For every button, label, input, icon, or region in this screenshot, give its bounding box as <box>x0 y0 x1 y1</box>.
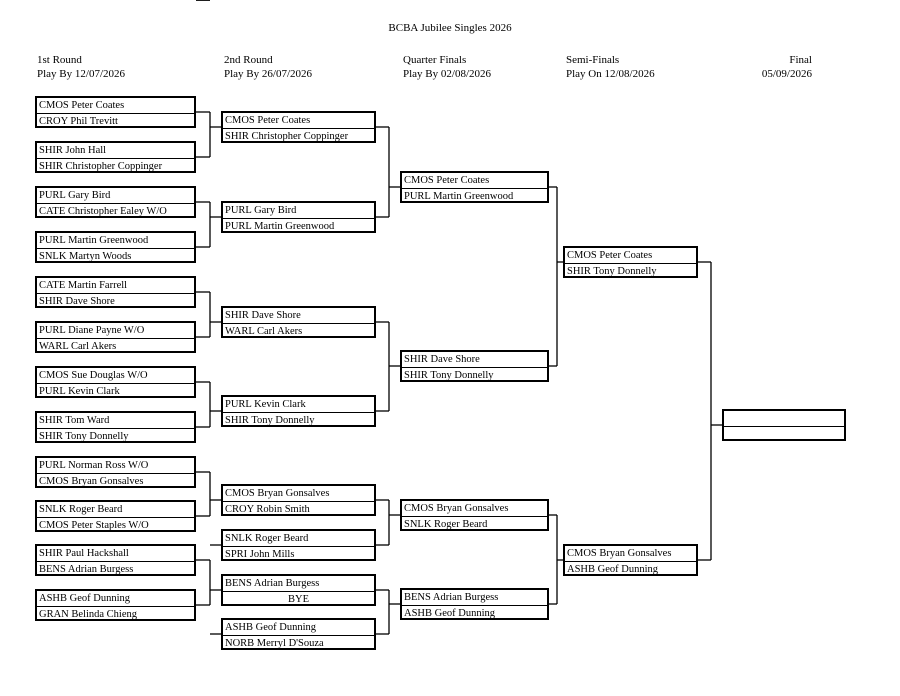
player-slot-top: SHIR Tom Ward <box>37 413 194 429</box>
player-slot-top: SHIR John Hall <box>37 143 194 159</box>
player-slot-bottom: ASHB Geof Dunning <box>404 608 495 619</box>
round-name: Semi-Finals <box>566 54 620 66</box>
player-slot-bottom: PURL Kevin Clark <box>39 386 120 397</box>
page-title: BCBA Jubilee Singles 2026 <box>388 22 512 34</box>
player-slot-bottom: SHIR Dave Shore <box>39 296 115 307</box>
player-slot-top: CMOS Peter Coates <box>37 98 194 114</box>
player-slot-bottom: GRAN Belinda Chieng <box>39 609 137 620</box>
player-slot-bottom: SHIR Tony Donnelly <box>567 266 657 277</box>
match-box-round1-6: PURL Diane Payne W/O WARL Carl Akers <box>35 321 196 353</box>
player-slot-top: CMOS Peter Coates <box>402 173 547 189</box>
player-slot-bottom: SHIR Christopher Coppinger <box>225 131 349 142</box>
round-header-qf: Quarter Finals Play By 02/08/2026 <box>403 53 491 81</box>
player-slot-bottom: ASHB Geof Dunning <box>567 564 658 575</box>
player-slot-top: CMOS Peter Coates <box>223 113 374 129</box>
player-slot-top: PURL Gary Bird <box>37 188 194 204</box>
round-date: Play By 12/07/2026 <box>37 68 126 80</box>
round-header-sf: Semi-Finals Play On 12/08/2026 <box>566 53 655 81</box>
player-slot-bottom: SHIR Tony Donnelly <box>404 370 494 381</box>
round-date: Play By 02/08/2026 <box>403 68 492 80</box>
player-slot-top: CMOS Bryan Gonsalves <box>402 501 547 517</box>
player-slot-top: PURL Norman Ross W/O <box>37 458 194 474</box>
player-slot-top: SHIR Dave Shore <box>223 308 374 324</box>
round-name: 2nd Round <box>224 54 273 66</box>
round-date: Play By 26/07/2026 <box>224 68 313 80</box>
player-slot-bottom: CMOS Bryan Gonsalves <box>39 476 144 487</box>
player-slot-top: SNLK Roger Beard <box>37 502 194 518</box>
player-slot-top: PURL Diane Payne W/O <box>37 323 194 339</box>
player-slot-top: SNLK Roger Beard <box>223 531 374 547</box>
player-slot-bottom: SHIR Tony Donnelly <box>39 431 129 442</box>
round-header-1: 1st Round Play By 12/07/2026 <box>37 53 125 81</box>
player-slot-top: BENS Adrian Burgess <box>402 590 547 606</box>
player-slot-top: CMOS Peter Coates <box>565 248 696 264</box>
round-name: Final <box>789 54 812 66</box>
player-slot-bottom: SHIR Tony Donnelly <box>225 415 315 426</box>
player-slot-bottom <box>724 427 844 442</box>
player-slot-bottom: WARL Carl Akers <box>39 341 117 352</box>
player-slot-bottom: CROY Robin Smith <box>225 504 310 515</box>
round-header-2: 2nd Round Play By 26/07/2026 <box>224 53 312 81</box>
match-box-round1-7: CMOS Sue Douglas W/O PURL Kevin Clark <box>35 366 196 398</box>
player-slot-top: PURL Kevin Clark <box>223 397 374 413</box>
player-slot-bottom: PURL Martin Greenwood <box>225 221 335 232</box>
player-slot-bottom: WARL Carl Akers <box>225 326 303 337</box>
player-slot-top: CMOS Sue Douglas W/O <box>37 368 194 384</box>
player-slot-bottom: CMOS Peter Staples W/O <box>39 520 149 531</box>
round-name: Quarter Finals <box>403 54 467 66</box>
round-date: Play On 12/08/2026 <box>566 68 655 80</box>
player-slot-top: SHIR Paul Hackshall <box>37 546 194 562</box>
player-slot-top: CMOS Bryan Gonsalves <box>223 486 374 502</box>
player-slot-bottom: SHIR Christopher Coppinger <box>39 161 163 172</box>
player-slot-top: CATE Martin Farrell <box>37 278 194 294</box>
player-slot-bottom: CATE Christopher Ealey W/O <box>39 206 167 217</box>
player-slot-bottom: BYE <box>288 594 309 605</box>
player-slot-bottom: NORB Merryl D'Souza <box>225 638 324 649</box>
round-date: 05/09/2026 <box>761 68 812 80</box>
match-box-final-1 <box>722 409 846 441</box>
player-slot-top: ASHB Geof Dunning <box>223 620 374 636</box>
player-slot-bottom: BENS Adrian Burgess <box>39 564 134 575</box>
round-header-final: Final 05/09/2026 <box>762 53 812 81</box>
round-name: 1st Round <box>37 54 82 66</box>
player-slot-top: BENS Adrian Burgess <box>223 576 374 592</box>
player-slot-bottom: SNLK Martyn Woods <box>39 251 132 262</box>
player-slot-top: CMOS Bryan Gonsalves <box>565 546 696 562</box>
player-slot-bottom: SNLK Roger Beard <box>404 519 488 530</box>
player-slot-bottom: CROY Phil Trevitt <box>39 116 118 127</box>
player-slot-bottom: PURL Martin Greenwood <box>404 191 514 202</box>
player-slot-top: SHIR Dave Shore <box>402 352 547 368</box>
player-slot-top: PURL Gary Bird <box>223 203 374 219</box>
player-slot-bottom: SPRI John Mills <box>225 549 295 560</box>
match-box-round1-9: PURL Norman Ross W/O CMOS Bryan Gonsalves <box>35 456 196 488</box>
player-slot-top: ASHB Geof Dunning <box>37 591 194 607</box>
player-slot-top: PURL Martin Greenwood <box>37 233 194 249</box>
player-slot-top <box>724 411 844 427</box>
